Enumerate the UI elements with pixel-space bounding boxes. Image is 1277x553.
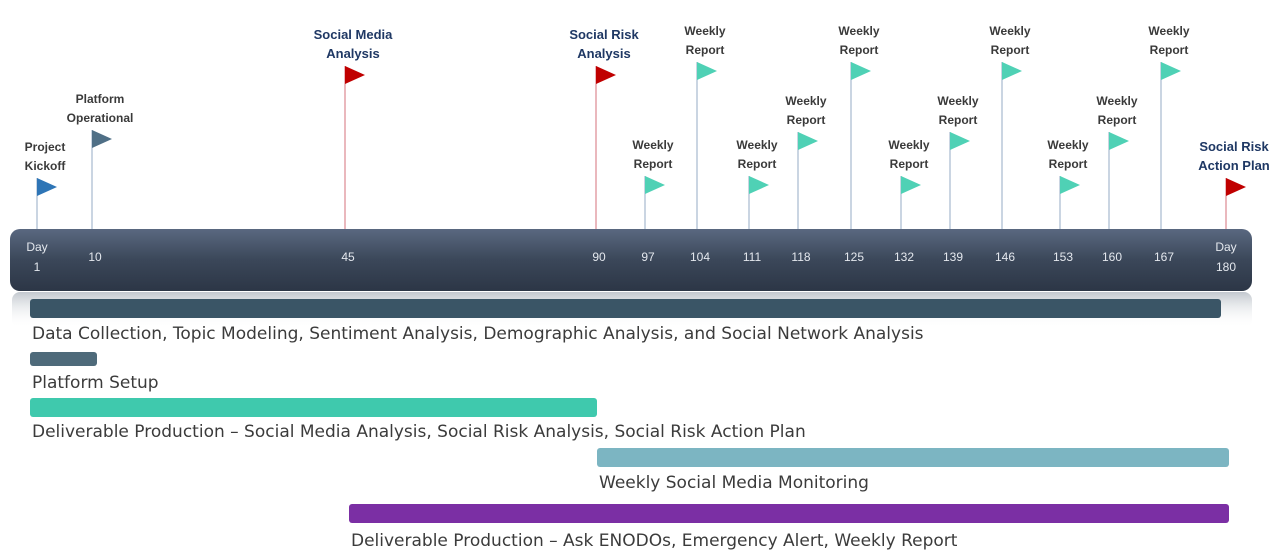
tick-label: 118 (791, 250, 810, 264)
tick-label: 125 (844, 250, 864, 264)
milestone-label: Weekly (785, 94, 826, 108)
flag-icon (697, 62, 717, 80)
tick-label: 167 (1154, 250, 1174, 264)
tick-label: 180 (1216, 260, 1236, 274)
milestone-label: Social Risk (1199, 139, 1269, 154)
tick-label: 97 (641, 250, 655, 264)
flag-icon (749, 176, 769, 194)
tick-label: 160 (1102, 250, 1122, 264)
flag-icon (901, 176, 921, 194)
tick-label: 139 (943, 250, 963, 264)
task-label: Weekly Social Media Monitoring (599, 473, 869, 493)
task-bar (597, 448, 1229, 467)
milestone-label: Project (25, 140, 66, 154)
milestone-label: Report (787, 113, 826, 127)
task-bar (349, 504, 1229, 523)
milestone-label: Operational (67, 111, 134, 125)
milestone-label: Report (1150, 43, 1189, 57)
task-bars: Data Collection, Topic Modeling, Sentime… (30, 299, 1229, 551)
milestone-label: Weekly (1047, 138, 1088, 152)
tick-label: 45 (341, 250, 355, 264)
flag-icon (37, 178, 57, 196)
milestone-label: Report (991, 43, 1030, 57)
flag-icon (1002, 62, 1022, 80)
milestone-label: Platform (76, 92, 125, 106)
flag-icon (92, 130, 112, 148)
milestone-label: Report (1098, 113, 1137, 127)
milestone-label: Weekly (838, 24, 879, 38)
task-bar (30, 352, 97, 366)
milestone-label: Analysis (326, 46, 379, 61)
task-bar (30, 299, 1221, 318)
tick-label: 153 (1053, 250, 1073, 264)
milestone-label: Weekly (888, 138, 929, 152)
tick-label: 90 (592, 250, 606, 264)
milestone-label: Weekly (632, 138, 673, 152)
milestone-label: Report (939, 113, 978, 127)
tick-label: 104 (690, 250, 710, 264)
milestone-label: Analysis (577, 46, 630, 61)
flag-icon (1109, 132, 1129, 150)
tick-label: 111 (743, 250, 762, 264)
milestone-label: Action Plan (1198, 158, 1270, 173)
tick-label: 10 (88, 250, 102, 264)
flag-icon (950, 132, 970, 150)
task-label: Deliverable Production – Ask ENODOs, Eme… (351, 531, 958, 551)
milestone-label: Report (634, 157, 673, 171)
milestone-label: Report (840, 43, 879, 57)
tick-label-day: Day (1215, 240, 1236, 254)
milestone-label: Weekly (1096, 94, 1137, 108)
milestone-label: Report (1049, 157, 1088, 171)
milestone-label: Weekly (1148, 24, 1189, 38)
flag-icon (1226, 178, 1246, 196)
flag-icon (851, 62, 871, 80)
milestone-label: Report (890, 157, 929, 171)
tick-label: 1 (34, 260, 41, 274)
task-label: Data Collection, Topic Modeling, Sentime… (32, 324, 924, 344)
flag-icon (798, 132, 818, 150)
milestone-label: Weekly (989, 24, 1030, 38)
milestone-label: Social Risk (569, 27, 639, 42)
milestone-label: Report (738, 157, 777, 171)
milestone-label: Weekly (736, 138, 777, 152)
task-label: Deliverable Production – Social Media An… (32, 422, 806, 442)
milestone-label: Social Media (314, 27, 394, 42)
timeline-axis-bar (10, 229, 1252, 291)
tick-label: 146 (995, 250, 1015, 264)
axis-ticks: Day 1 10 45 90 97 104 111 118 125 132 139 146 153 160 1… (26, 240, 1236, 274)
flag-icon (645, 176, 665, 194)
task-label: Platform Setup (32, 373, 159, 393)
milestone-label: Report (686, 43, 725, 57)
flag-icon (1161, 62, 1181, 80)
milestone-label: Kickoff (25, 159, 67, 173)
milestone-label: Weekly (937, 94, 978, 108)
task-bar (30, 398, 597, 417)
milestone-label: Weekly (684, 24, 725, 38)
flag-icon (1060, 176, 1080, 194)
tick-label-day: Day (26, 240, 47, 254)
flag-icon (596, 66, 616, 84)
milestones: ProjectKickoffPlatformOperationalSocial … (25, 24, 1270, 229)
flag-icon (345, 66, 365, 84)
tick-label: 132 (894, 250, 914, 264)
